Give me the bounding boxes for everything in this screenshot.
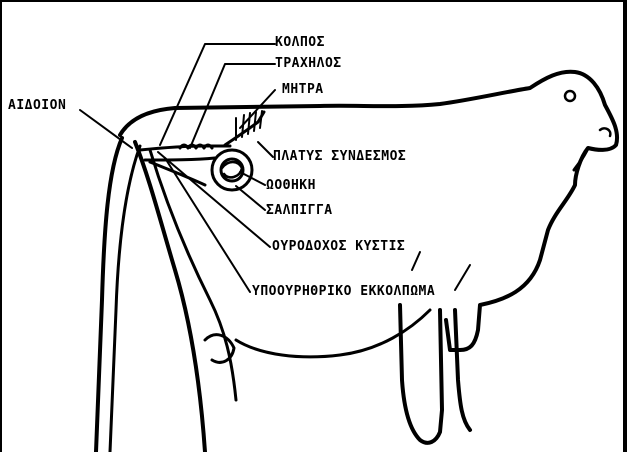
cow-udder — [205, 335, 234, 363]
leader-kystis-tail — [412, 252, 420, 270]
cow-jaw — [574, 148, 588, 170]
leader-ekkolpoma-tail — [455, 265, 470, 290]
label-salpigga: ΣΑΛΠΙΓΓΑ — [266, 204, 333, 218]
label-aidoion: ΑΙΔΟΙΟΝ — [8, 99, 66, 113]
label-platys-syndesmos: ΠΛΑΤΥΣ ΣΥΝΔΕΣΜΟΣ — [273, 150, 406, 164]
label-ypoourithriko-ekkolpoma: ΥΠΟΟΥΡΗΘΡΙΚΟ ΕΚΚΟΛΠΩΜΑ — [252, 285, 435, 299]
cow-tail — [96, 138, 122, 452]
leader-salpigga — [236, 186, 265, 210]
cow-nostril — [600, 128, 610, 136]
leader-kolpos — [160, 44, 275, 145]
cow-front-leg — [400, 305, 442, 443]
label-oothiki: ΩΟΘΗΚΗ — [266, 179, 316, 193]
tract-ovary-outer — [212, 150, 252, 190]
label-trachilos: ΤΡΑΧΗΛΟΣ — [275, 57, 342, 71]
cow-hind-leg — [135, 142, 205, 452]
cow-tail-inner — [110, 146, 140, 452]
cow-body-outline — [120, 72, 617, 350]
tract-vagina-lower — [145, 158, 215, 160]
label-kolpos: ΚΟΛΠΟΣ — [275, 36, 325, 50]
cow-front-leg-2 — [455, 310, 470, 430]
leader-platys — [258, 142, 273, 157]
label-mitra: ΜΗΤΡΑ — [282, 83, 324, 97]
tract-oviduct — [222, 162, 242, 177]
label-ourodochos-kystis: ΟΥΡΟΔΟΧΟΣ ΚΥΣΤΙΣ — [272, 240, 405, 254]
cow-eye — [565, 91, 575, 101]
